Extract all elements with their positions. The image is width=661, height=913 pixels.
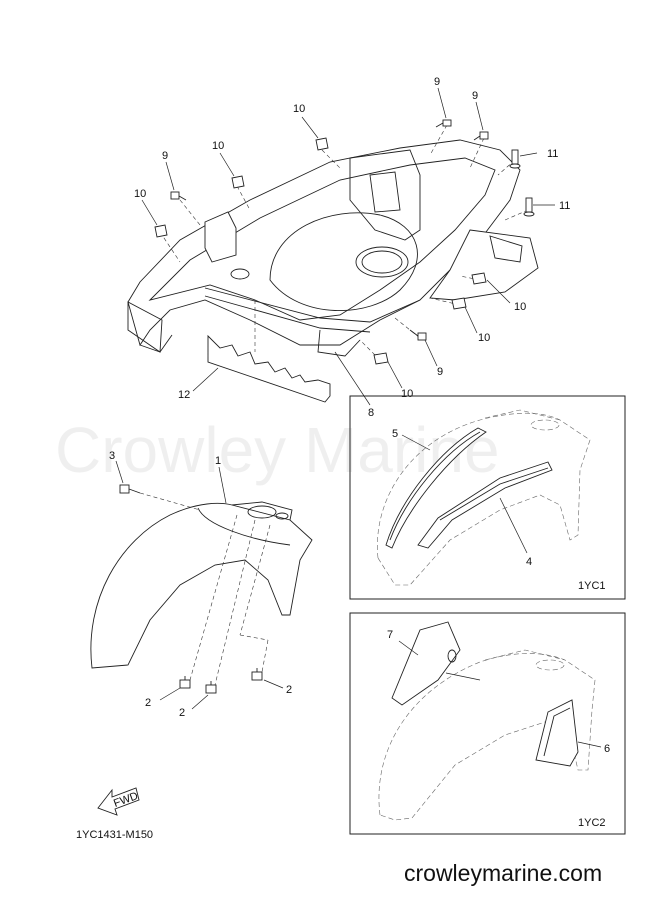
callout-10b: 10 [212,140,224,152]
callout-11b: 11 [559,200,570,212]
bolt-9d [409,329,427,341]
bolt-9c [170,191,187,201]
callout-2c: 2 [286,684,292,696]
bolt-2a [179,676,191,689]
bolt-9a [435,119,452,128]
callout-3: 3 [109,450,115,462]
callout-2a: 2 [145,697,151,709]
callout-9c: 9 [162,150,168,162]
decal-part-4 [417,461,553,549]
callout-10f: 10 [401,388,413,400]
leader-7b [445,672,481,681]
fender-bolt-leaders [189,514,271,686]
callout-7: 7 [387,629,393,641]
fwd-label: FWD [112,790,140,810]
callout-10d: 10 [514,301,526,313]
splash-guard-part-12 [207,300,331,403]
screw-3 [119,484,201,511]
clip-nut-10e [451,297,467,310]
variant-label-1yc1: 1YC1 [578,580,606,592]
clip-nut-10c [154,224,168,238]
variant-box-1yc1 [349,395,626,600]
callout-6: 6 [604,743,610,755]
fwd-arrow-icon: FWD [97,787,140,816]
website-url[interactable]: crowleymarine.com [404,860,602,886]
under-seat-body-assembly [127,139,539,357]
callout-2b: 2 [179,707,185,719]
leader-6 [577,741,602,748]
fender-1yc2 [378,649,596,821]
fender-1yc1 [377,409,591,586]
decal-part-5 [385,427,487,549]
callout-12: 12 [178,389,190,401]
bolt-2b [205,681,217,694]
bottom-left-leaders [115,460,284,710]
rivet-11b [523,197,535,217]
front-fender-part-1 [90,501,313,669]
bolt-2c [251,668,263,681]
leader-4 [499,497,528,554]
callout-8: 8 [368,407,374,419]
rivet-11a [509,149,521,169]
decal-part-6 [535,699,579,767]
callout-10e: 10 [478,332,490,344]
callout-4: 4 [526,556,532,568]
callout-9d: 9 [437,366,443,378]
decal-part-7 [391,621,461,706]
callout-9b: 9 [472,90,478,102]
callout-5: 5 [392,428,398,440]
leader-7 [398,640,419,656]
clip-nut-10d [471,272,487,285]
clip-nut-10f [373,352,389,365]
variant-box-1yc2 [349,612,626,835]
callout-11a: 11 [547,148,558,160]
variant-label-1yc2: 1YC2 [578,817,606,829]
callout-9a: 9 [434,76,440,88]
bolt-9b [473,131,489,141]
callout-10a: 10 [293,103,305,115]
callout-1: 1 [215,455,221,467]
diagram-code: 1YC1431-M150 [76,829,153,841]
top-fastener-leaders [159,124,529,361]
callout-10c: 10 [134,188,146,200]
watermark-text: Crowley Marine [55,414,500,486]
leader-5 [401,434,431,451]
clip-nut-10a [315,137,329,151]
clip-nut-10b [231,175,245,189]
